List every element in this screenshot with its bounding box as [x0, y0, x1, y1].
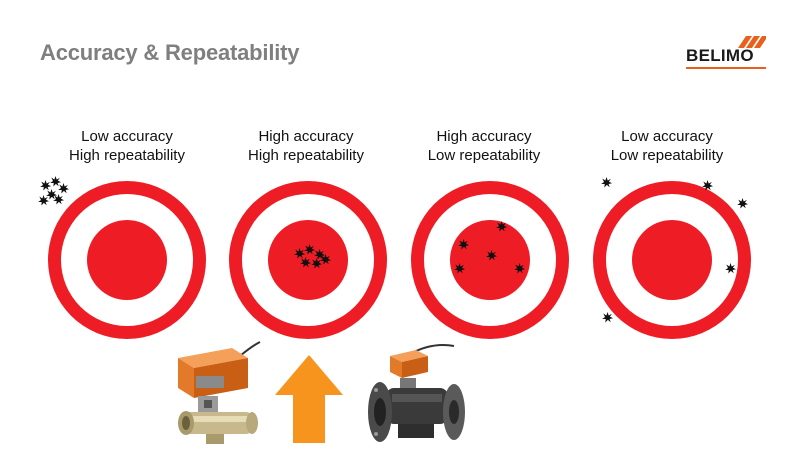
logo-text: BELIMO: [686, 46, 754, 65]
belimo-logo: BELIMO: [686, 34, 768, 70]
caption-line2: High repeatability: [248, 147, 364, 164]
target-2: [229, 181, 387, 339]
caption-line1: Low accuracy: [81, 128, 173, 145]
target-1: [48, 181, 206, 339]
caption-high-acc-high-rep: High accuracy High repeatability: [216, 127, 396, 165]
target-4: [593, 181, 751, 339]
arrow-up-icon: [275, 355, 343, 443]
target-3: [411, 181, 569, 339]
caption-line2: Low repeatability: [427, 147, 541, 164]
flanged-valve-actuator-image: [368, 344, 465, 442]
caption-low-acc-high-rep: Low accuracy High repeatability: [37, 127, 217, 165]
slide-title: Accuracy & Repeatability: [40, 40, 300, 65]
caption-line1: Low accuracy: [621, 128, 713, 145]
caption-line1: High accuracy: [258, 128, 354, 145]
logo-underline: [686, 67, 766, 69]
caption-line2: High repeatability: [69, 147, 185, 164]
caption-line2: Low repeatability: [610, 147, 724, 164]
logo-stripes-icon: [738, 36, 766, 48]
valve-actuator-image: [178, 341, 261, 444]
caption-line1: High accuracy: [436, 128, 532, 145]
caption-low-acc-low-rep: Low accuracy Low repeatability: [577, 127, 757, 165]
caption-high-acc-low-rep: High accuracy Low repeatability: [394, 127, 574, 165]
